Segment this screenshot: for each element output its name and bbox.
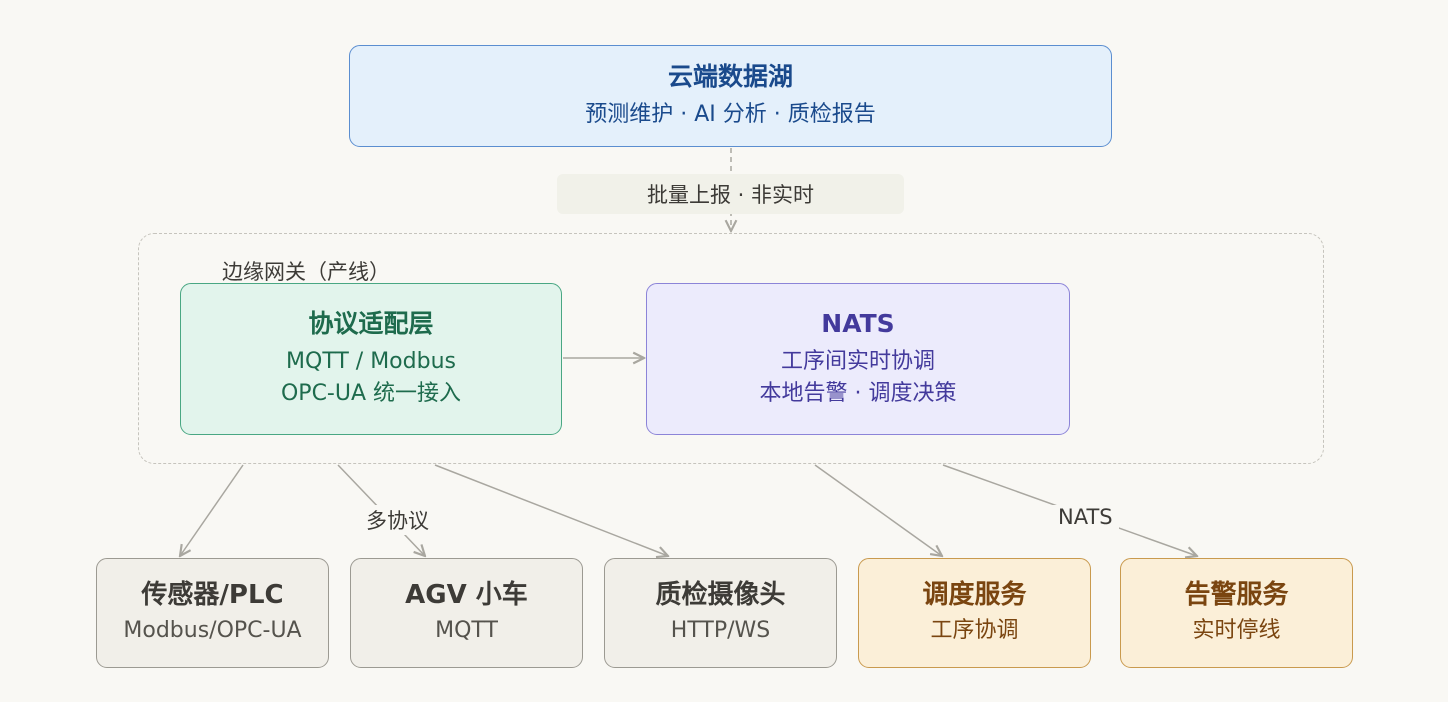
service-subtitle: 实时停线 <box>1192 618 1281 644</box>
cloud-title: 云端数据湖 <box>667 62 793 92</box>
nats-edge-label: NATS <box>1052 505 1119 529</box>
nats-line2: 本地告警 · 调度决策 <box>759 380 957 406</box>
device-subtitle: Modbus/OPC-UA <box>123 618 302 644</box>
batch-report-label: 批量上报 · 非实时 <box>557 174 904 214</box>
nats-title: NATS <box>821 309 895 339</box>
multi-protocol-edge-label: 多协议 <box>360 505 435 535</box>
service-subtitle: 工序协调 <box>930 618 1019 644</box>
edge-to-camera-arrow <box>434 464 668 556</box>
alert-service-node: 告警服务 实时停线 <box>1120 558 1353 668</box>
device-title: 质检摄像头 <box>655 579 786 610</box>
protocol-title: 协议适配层 <box>308 309 434 339</box>
device-subtitle: HTTP/WS <box>670 618 771 644</box>
cloud-subtitle: 预测维护 · AI 分析 · 质检报告 <box>585 101 876 127</box>
service-title: 告警服务 <box>1184 579 1289 610</box>
edge-to-sensor-arrow <box>180 464 244 556</box>
protocol-line1: MQTT / Modbus <box>286 348 456 374</box>
edge-gateway-group <box>138 233 1324 464</box>
edge-gateway-label: 边缘网关（产线） <box>222 260 390 284</box>
scheduling-service-node: 调度服务 工序协调 <box>858 558 1091 668</box>
device-title: AGV 小车 <box>405 579 528 610</box>
sensor-plc-node: 传感器/PLC Modbus/OPC-UA <box>96 558 329 668</box>
nats-node: NATS 工序间实时协调 本地告警 · 调度决策 <box>646 283 1070 435</box>
edge-to-scheduling-arrow <box>814 464 942 556</box>
service-title: 调度服务 <box>922 579 1027 610</box>
device-title: 传感器/PLC <box>141 579 284 610</box>
inspection-camera-node: 质检摄像头 HTTP/WS <box>604 558 837 668</box>
device-subtitle: MQTT <box>435 618 498 644</box>
cloud-data-lake-node: 云端数据湖 预测维护 · AI 分析 · 质检报告 <box>349 45 1112 147</box>
protocol-adapter-node: 协议适配层 MQTT / Modbus OPC-UA 统一接入 <box>180 283 562 435</box>
protocol-line2: OPC-UA 统一接入 <box>280 380 462 406</box>
nats-line1: 工序间实时协调 <box>780 348 935 374</box>
agv-node: AGV 小车 MQTT <box>350 558 583 668</box>
